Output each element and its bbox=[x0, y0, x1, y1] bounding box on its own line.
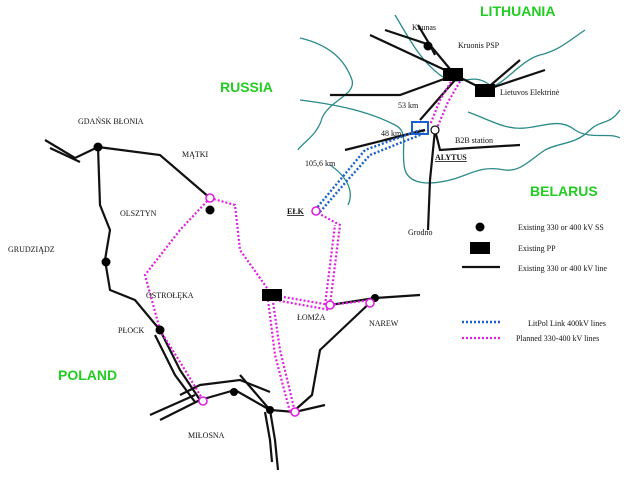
label-kaunas: Kaunas bbox=[412, 23, 436, 32]
line-alytus-b2b bbox=[433, 129, 521, 152]
gdansk-ss bbox=[93, 142, 103, 152]
country-russia: RUSSIA bbox=[220, 79, 273, 95]
label-ostroleka: OSTROŁĘKA bbox=[146, 291, 194, 300]
lietuvos-pp bbox=[475, 84, 495, 97]
kruonis-pp bbox=[443, 68, 463, 81]
planned-lomza-elk2 bbox=[323, 224, 337, 306]
label-grudziadz: GRUDZIĄDZ bbox=[8, 245, 55, 254]
label-gdansk: GDAŃSK BŁONIA bbox=[78, 116, 144, 126]
river-south bbox=[329, 164, 351, 206]
planned-olsztyn-plock bbox=[143, 197, 211, 331]
ostroleka-pp bbox=[262, 289, 282, 301]
legend-line: Existing 330 or 400 kV line bbox=[518, 264, 607, 273]
legend-substation-icon bbox=[475, 222, 485, 232]
elk-planned bbox=[311, 206, 321, 216]
line-plock-sw2 bbox=[149, 393, 196, 417]
legend-substation: Existing 330 or 400 kV SS bbox=[518, 223, 604, 232]
distance-48km: 48 km bbox=[381, 129, 402, 138]
line-53km bbox=[330, 73, 456, 97]
milosna-planned bbox=[198, 396, 208, 406]
country-lithuania: LITHUANIA bbox=[480, 3, 555, 19]
legend: Existing 330 or 400 kV SS Existing PP Ex… bbox=[462, 222, 607, 343]
litpol-elk-b2b-2 bbox=[319, 131, 426, 213]
alytus-node bbox=[430, 125, 440, 135]
line-gdansk-matki bbox=[97, 145, 211, 199]
planned-plock-milosna bbox=[159, 329, 204, 401]
line-plock2 bbox=[154, 334, 196, 403]
line-alytus-grodno bbox=[426, 129, 437, 231]
litpol-link bbox=[314, 128, 426, 213]
planned-ostroleka-lomza2 bbox=[274, 298, 331, 312]
kaunas-ss bbox=[423, 41, 433, 51]
olsztyn-ss bbox=[205, 205, 215, 215]
b2b-station bbox=[411, 121, 429, 135]
substations bbox=[93, 41, 433, 414]
label-lomza: ŁOMŻA bbox=[297, 313, 326, 322]
lomza-planned bbox=[325, 300, 335, 310]
label-lietuvos: Lietuvos Elektrinė bbox=[500, 88, 560, 97]
planned-lines bbox=[143, 74, 463, 413]
olsztyn-planned bbox=[205, 193, 215, 203]
legend-powerplant-icon bbox=[470, 242, 490, 254]
distance-53km: 53 km bbox=[398, 101, 419, 110]
line-gdansk-w bbox=[44, 139, 99, 160]
distance-105km: 105,6 km bbox=[305, 159, 336, 168]
country-belarus: BELARUS bbox=[530, 183, 598, 199]
line-milosna-s bbox=[268, 409, 280, 471]
label-milosna: MIŁOSNA bbox=[188, 431, 225, 440]
line-plock-sw bbox=[159, 399, 201, 421]
planned-lomza-narew bbox=[329, 298, 373, 307]
power-plants bbox=[262, 68, 495, 301]
milosna-planned2 bbox=[290, 407, 300, 417]
river-east bbox=[467, 111, 621, 139]
grudziadz-ss bbox=[101, 257, 111, 267]
label-matki: MĄTKI bbox=[182, 150, 209, 159]
planned-substations bbox=[198, 193, 375, 417]
label-alytus: ALYTUS bbox=[435, 153, 467, 162]
plock-ss bbox=[155, 325, 165, 335]
line-ostroleka bbox=[239, 374, 326, 414]
line-gdansk-s bbox=[96, 146, 161, 331]
country-poland: POLAND bbox=[58, 367, 117, 383]
legend-powerplant: Existing PP bbox=[518, 244, 556, 253]
planned-ostroleka-milosna2 bbox=[266, 299, 292, 413]
label-elk: EŁK bbox=[287, 207, 305, 216]
planned-lomza-elk bbox=[315, 211, 342, 306]
legend-planned: Planned 330-400 kV lines bbox=[516, 334, 599, 343]
line-gdansk-w2 bbox=[49, 147, 81, 163]
line-milosna-n bbox=[179, 378, 271, 396]
planned-olsztyn-ostroleka bbox=[209, 196, 273, 296]
label-grodno: Grodno bbox=[408, 228, 432, 237]
line-kruonis-w bbox=[369, 34, 446, 71]
milosna-ss1 bbox=[230, 388, 238, 396]
legend-litpol: LitPol Link 400kV lines bbox=[528, 319, 606, 328]
planned-ostroleka-milosna bbox=[270, 294, 297, 413]
milosna-ss2 bbox=[266, 406, 274, 414]
label-kruonis: Kruonis PSP bbox=[458, 41, 500, 50]
narew-planned bbox=[365, 298, 375, 308]
label-narew: NAREW bbox=[369, 319, 399, 328]
planned-kruonis-alytus bbox=[428, 74, 456, 126]
planned-kruonis-alytus-2 bbox=[435, 77, 463, 129]
label-plock: PŁOCK bbox=[118, 326, 144, 335]
label-b2b: B2B station bbox=[455, 136, 493, 145]
line-milosna-s2 bbox=[263, 411, 274, 463]
river-border bbox=[299, 99, 621, 184]
label-olsztyn: OLSZTYN bbox=[120, 209, 157, 218]
line-narew-s bbox=[294, 297, 376, 411]
line-plock bbox=[159, 329, 201, 401]
